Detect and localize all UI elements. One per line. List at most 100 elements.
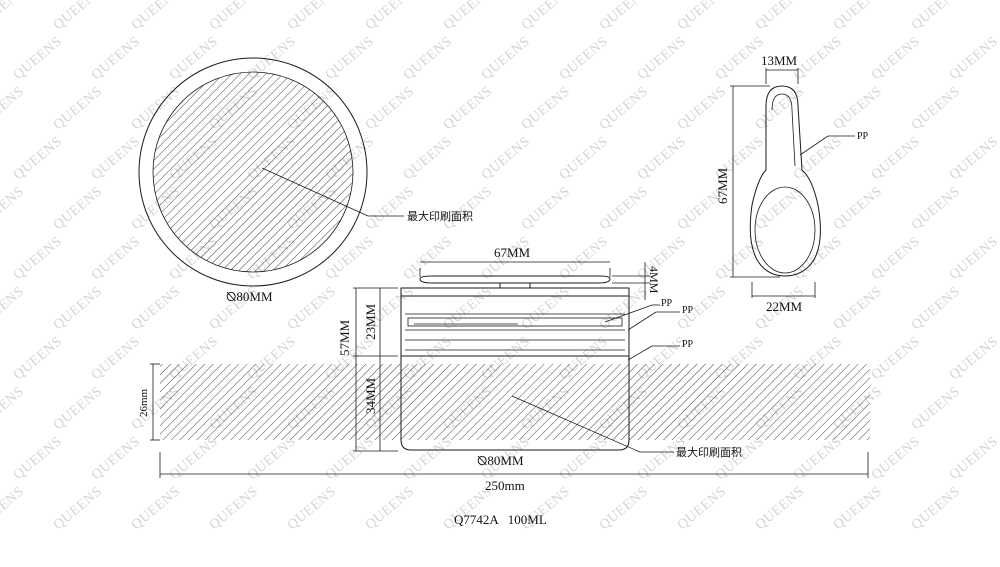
pp-body-label: PP — [682, 339, 694, 350]
top-view: 最大印刷面积 ⦰80MM — [138, 57, 473, 304]
watermark-text: QUEENS — [947, 134, 1000, 183]
watermark-text: QUEENS — [0, 184, 27, 233]
top-view-inner-circle — [152, 71, 354, 273]
watermark-text: QUEENS — [323, 434, 377, 483]
watermark-text: QUEENS — [869, 34, 923, 83]
watermark-text: QUEENS — [479, 134, 533, 183]
watermark-text: QUEENS — [401, 34, 455, 83]
spoon-bowl — [754, 186, 816, 274]
cap-body — [400, 295, 630, 357]
watermark-text: QUEENS — [51, 0, 105, 33]
watermark-text: QUEENS — [753, 0, 807, 33]
watermark-text: QUEENS — [791, 34, 845, 83]
watermark-text: QUEENS — [947, 434, 1000, 483]
watermark-text: QUEENS — [479, 34, 533, 83]
top-view-print-area — [153, 72, 353, 272]
watermark-text: QUEENS — [909, 284, 963, 333]
watermark-text: QUEENS — [207, 0, 261, 33]
spoon-pp-leader — [799, 135, 829, 156]
watermark-text: QUEENS — [519, 184, 573, 233]
watermark-text: QUEENS — [713, 234, 767, 283]
watermark-text: QUEENS — [675, 0, 729, 33]
watermark-text: QUEENS — [0, 0, 27, 33]
watermark-text: QUEENS — [831, 0, 885, 33]
watermark-text: QUEENS — [11, 334, 65, 383]
watermark-text: QUEENS — [401, 434, 455, 483]
cap-top — [400, 287, 630, 297]
watermark-text: QUEENS — [831, 184, 885, 233]
dim-lid-width-label: 67MM — [494, 245, 531, 260]
watermark-text: QUEENS — [285, 484, 339, 533]
pp-cap-leader — [627, 311, 657, 331]
watermark-text: QUEENS — [129, 0, 183, 33]
lid-knob — [499, 282, 531, 289]
spoon-material-label: PP — [857, 131, 869, 142]
watermark-text: QUEENS — [947, 34, 1000, 83]
pp-body-leader — [627, 345, 653, 361]
lid-disk — [419, 275, 611, 284]
watermark-text: QUEENS — [597, 84, 651, 133]
watermark-text: QUEENS — [909, 384, 963, 433]
watermark-text: QUEENS — [0, 84, 27, 133]
watermark-text: QUEENS — [831, 84, 885, 133]
watermark-text: QUEENS — [51, 384, 105, 433]
watermark-text: QUEENS — [129, 484, 183, 533]
watermark-text: QUEENS — [947, 234, 1000, 283]
watermark-text: QUEENS — [89, 34, 143, 83]
top-view-leader-line — [261, 167, 369, 217]
watermark-text: QUEENS — [323, 234, 377, 283]
watermark-text: QUEENS — [791, 234, 845, 283]
side-print-leader — [511, 395, 641, 453]
watermark-text: QUEENS — [363, 184, 417, 233]
jar-body — [400, 356, 630, 451]
watermark-text: QUEENS — [869, 434, 923, 483]
watermark-text: QUEENS — [869, 234, 923, 283]
watermark-text: QUEENS — [89, 434, 143, 483]
watermark-text: QUEENS — [0, 384, 27, 433]
watermark-text: QUEENS — [791, 434, 845, 483]
watermark-text: QUEENS — [441, 184, 495, 233]
top-view-diameter-label: ⦰80MM — [226, 289, 273, 304]
watermark-text: QUEENS — [285, 284, 339, 333]
watermark-text: QUEENS — [11, 234, 65, 283]
watermark-text: QUEENS — [869, 334, 923, 383]
inner-disk — [407, 317, 623, 327]
watermark-text: QUEENS — [947, 334, 1000, 383]
watermark-text: QUEENS — [363, 84, 417, 133]
watermark-text: QUEENS — [441, 84, 495, 133]
watermark-text: QUEENS — [207, 484, 261, 533]
watermark-text: QUEENS — [167, 34, 221, 83]
watermark-text: QUEENS — [11, 134, 65, 183]
watermark-text: QUEENS — [129, 284, 183, 333]
spoon-outline — [749, 85, 821, 277]
dim-lid-thickness-label: 4MM — [647, 266, 661, 294]
watermark-text: QUEENS — [89, 134, 143, 183]
watermark-text: QUEENS — [597, 184, 651, 233]
watermark-text: QUEENS — [285, 0, 339, 33]
watermark-text: QUEENS — [869, 134, 923, 183]
watermark-text: QUEENS — [323, 34, 377, 83]
product-caption: Q7742A 100ML — [454, 512, 547, 527]
watermark-text: QUEENS — [51, 84, 105, 133]
pp-cap-label: PP — [682, 305, 694, 316]
watermark-text: QUEENS — [0, 284, 27, 333]
pp-inner-leader — [604, 304, 653, 323]
watermark-text: QUEENS — [51, 484, 105, 533]
print-area-band — [160, 364, 870, 440]
watermark-text: QUEENS — [363, 0, 417, 33]
watermark-text: QUEENS — [909, 0, 963, 33]
watermark-text: QUEENS — [597, 0, 651, 33]
watermark-text: QUEENS — [557, 134, 611, 183]
watermark-text: QUEENS — [51, 284, 105, 333]
watermark-text: QUEENS — [519, 0, 573, 33]
watermark-text: QUEENS — [363, 484, 417, 533]
watermark-text: QUEENS — [519, 84, 573, 133]
watermark-text: QUEENS — [909, 484, 963, 533]
watermark-text: QUEENS — [909, 84, 963, 133]
watermark-text: QUEENS — [245, 434, 299, 483]
watermark-text: QUEENS — [89, 334, 143, 383]
watermark-text: QUEENS — [635, 34, 689, 83]
watermark-text: QUEENS — [11, 34, 65, 83]
spoon-view: 13MM 67MM 22MM PP — [715, 53, 869, 314]
